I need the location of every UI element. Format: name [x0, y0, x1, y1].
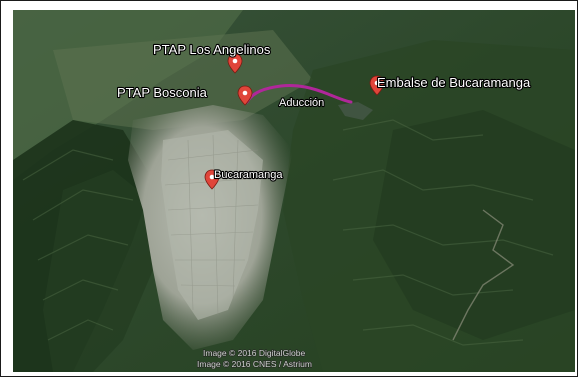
placemark-label-bucaramanga: Bucaramanga: [214, 169, 283, 181]
road-east: [452, 209, 515, 341]
placemark-ptap-bosconia[interactable]: [237, 85, 253, 106]
satellite-map[interactable]: Aducción PTAP Los Angelinos PTAP Bosconi…: [13, 10, 575, 372]
terrain-ridge-texture: [22, 119, 554, 346]
map-pin-icon: [369, 75, 385, 96]
imagery-credit-2: Image © 2016 CNES / Astrium: [197, 359, 312, 369]
map-pin-dot: [232, 58, 238, 64]
placemark-ptap-los-angelinos[interactable]: [227, 53, 243, 74]
map-pin-dot: [374, 80, 380, 86]
placemark-label-embalse-de-bucaramanga: Embalse de Bucaramanga: [377, 75, 531, 90]
urban-street-texture: [164, 134, 262, 316]
aduccion-route-label: Aducción: [279, 97, 324, 109]
placemark-bucaramanga[interactable]: [204, 169, 220, 190]
reservoir-area: [338, 102, 373, 120]
map-pin-dot: [209, 174, 215, 180]
aduccion-route[interactable]: [245, 84, 353, 104]
map-pin-icon: [237, 85, 253, 106]
placemark-label-ptap-bosconia: PTAP Bosconia: [117, 85, 208, 100]
placemark-label-ptap-los-angelinos: PTAP Los Angelinos: [153, 42, 271, 57]
map-pin-dot: [242, 90, 248, 96]
map-pin-icon: [227, 53, 243, 74]
terrain-mountains-east-2: [373, 110, 575, 340]
map-pin-icon: [204, 169, 220, 190]
terrain-ridge-west-2: [43, 170, 163, 372]
imagery-credit-1: Image © 2016 DigitalGlobe: [203, 348, 305, 358]
urban-area-core: [161, 130, 263, 320]
terrain-valley-north: [53, 30, 313, 130]
placemark-embalse-de-bucaramanga[interactable]: [369, 75, 385, 96]
